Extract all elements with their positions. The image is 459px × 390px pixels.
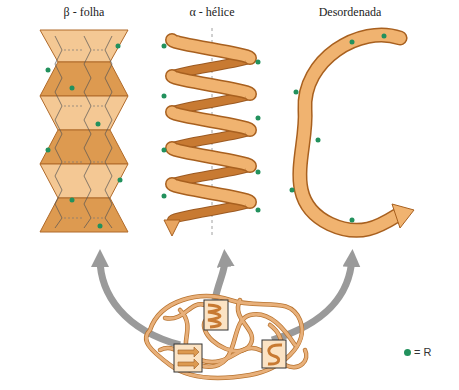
r-group-dots	[290, 34, 387, 223]
legend-item: = R	[404, 346, 431, 358]
protein-fold	[146, 296, 306, 378]
beta-sheet	[40, 30, 128, 232]
helix-front	[172, 40, 250, 202]
helix-back	[172, 58, 250, 220]
helix-end	[164, 220, 180, 236]
r-group-dots	[46, 44, 123, 229]
inset-boxes	[174, 300, 286, 372]
legend-swatch	[404, 349, 411, 356]
structure-title: β - folha	[64, 6, 105, 19]
structure-title: α - hélice	[190, 6, 235, 19]
beta-backbone	[55, 36, 112, 228]
coil-end	[392, 204, 414, 228]
hydrogen-bonds	[64, 50, 103, 218]
pointer-arrows	[100, 258, 352, 345]
legend-text: = R	[414, 346, 431, 358]
structure-title: Desordenada	[319, 6, 382, 19]
r-group-dots	[162, 44, 261, 213]
random-coil	[300, 35, 400, 230]
